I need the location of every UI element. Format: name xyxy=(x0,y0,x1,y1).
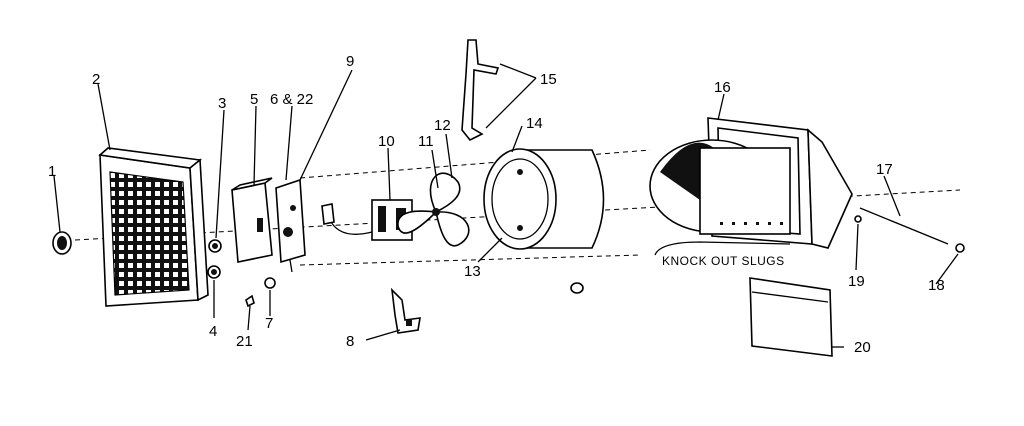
callout-8: 8 xyxy=(346,333,354,350)
callout-11: 11 xyxy=(418,133,434,150)
knock-out-slugs-label: KNOCK OUT SLUGS xyxy=(662,254,785,268)
control-box-part xyxy=(231,177,273,263)
callout-18: 18 xyxy=(928,277,945,294)
callout-20: 20 xyxy=(854,339,871,356)
callout-19: 19 xyxy=(848,273,865,290)
fan-blade-part xyxy=(397,172,470,247)
screw-part-21 xyxy=(245,294,255,308)
washer-part-7 xyxy=(264,277,276,289)
threaded-rod-part xyxy=(859,207,949,245)
callout-14: 14 xyxy=(526,115,543,132)
callout-16: 16 xyxy=(714,79,731,96)
callout-13: 13 xyxy=(464,263,481,280)
leader-lines xyxy=(53,63,959,348)
callout-3: 3 xyxy=(218,95,226,112)
callout-21: 21 xyxy=(236,333,253,350)
callout-6-and-22: 6 & 22 xyxy=(270,91,313,108)
nut-part-18 xyxy=(955,243,965,253)
mounting-clip-part xyxy=(390,287,421,334)
fan-housing-part xyxy=(483,148,605,250)
cover-plate-part xyxy=(749,277,833,357)
callout-5: 5 xyxy=(250,91,258,108)
screw-part-19 xyxy=(854,215,862,223)
callout-9: 9 xyxy=(346,53,354,70)
screw-part-13 xyxy=(570,282,584,294)
callout-10: 10 xyxy=(378,133,395,150)
hanger-strap-part xyxy=(461,39,500,142)
knob-part xyxy=(52,231,72,255)
nut-part-lower xyxy=(207,265,221,279)
outer-housing-part xyxy=(649,117,853,249)
callout-7: 7 xyxy=(265,315,273,332)
grille-part xyxy=(98,147,209,307)
nut-part-upper xyxy=(208,239,222,253)
knock-out-slugs-pointer xyxy=(654,241,791,256)
callout-1: 1 xyxy=(48,163,56,180)
callout-15: 15 xyxy=(540,71,557,88)
callout-17: 17 xyxy=(876,161,893,178)
callout-12: 12 xyxy=(434,117,451,134)
callout-4: 4 xyxy=(209,323,217,340)
switch-bracket-part xyxy=(275,178,306,273)
callout-2: 2 xyxy=(92,71,100,88)
